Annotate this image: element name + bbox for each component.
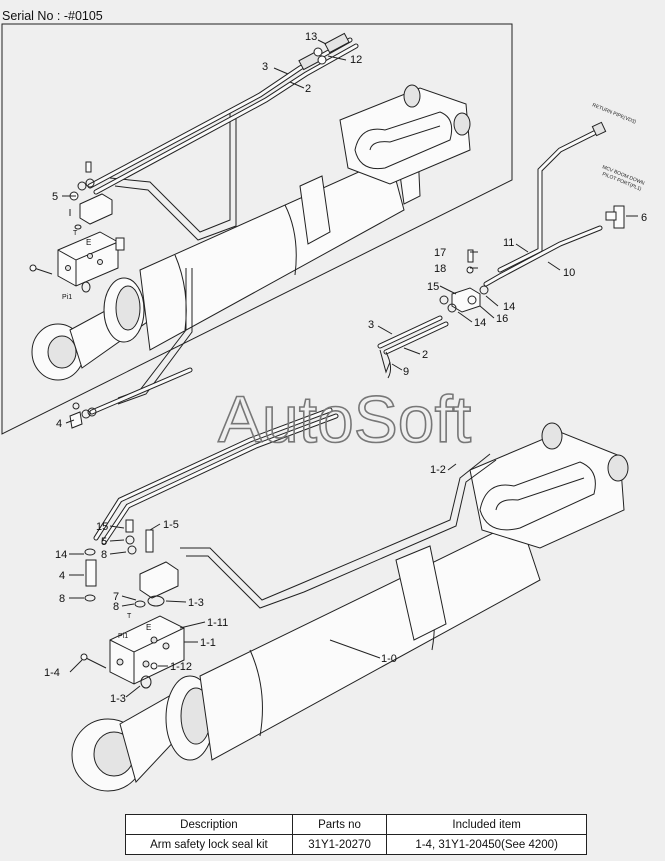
label-1-11: 1-11	[207, 617, 228, 629]
lower-arm-cylinder	[71, 422, 629, 792]
label-17: 17	[434, 247, 446, 259]
label-2-upper: 2	[305, 83, 311, 95]
label-8-a: 8	[101, 549, 107, 561]
upper-valve-block: T E Pi1	[29, 161, 125, 301]
label-4-lower: 4	[59, 570, 65, 582]
label-1-3-b: 1-3	[110, 693, 126, 705]
upper-arm-cylinder	[31, 84, 471, 405]
label-14-right-b: 14	[474, 317, 486, 329]
label-8-b: 8	[59, 593, 65, 605]
label-1-4: 1-4	[44, 667, 60, 679]
label-14-right-a: 14	[503, 301, 515, 313]
label-7: 7	[113, 591, 119, 603]
label-3-upper: 3	[262, 61, 268, 73]
table-cell: Arm safety lock seal kit	[125, 834, 293, 855]
label-1-0: 1-0	[381, 653, 397, 665]
label-2-middle: 2	[422, 349, 428, 361]
serial-number: Serial No : -#0105	[2, 9, 103, 23]
label-16: 16	[496, 313, 508, 325]
inset-frame	[1, 23, 513, 435]
label-4-upper: 4	[56, 418, 62, 430]
label-15-right: 15	[427, 281, 439, 293]
right-small-parts: RETURN PIPE(VD3) MCV BOOM DOWN PILOT POR…	[439, 102, 646, 313]
port-mark-pi1-lower: Pi1	[118, 633, 128, 640]
table-cell: 1-4, 31Y1-20450(See 4200)	[386, 834, 587, 855]
label-1-12: 1-12	[170, 661, 192, 673]
port-mark-pi1: Pi1	[62, 294, 72, 301]
label-1-1: 1-1	[200, 637, 216, 649]
upper-hoses	[87, 32, 359, 415]
label-8-c: 8	[113, 601, 119, 613]
middle-hoses	[377, 315, 449, 379]
label-1-2: 1-2	[430, 464, 446, 476]
table-header: Description	[125, 814, 293, 835]
label-10: 10	[563, 267, 575, 279]
label-3-middle: 3	[368, 319, 374, 331]
table-header-row: Description Parts no Included item	[125, 814, 587, 835]
port-mark-t: T	[73, 230, 78, 237]
label-15-lower: 15	[96, 521, 108, 533]
label-1-3-a: 1-3	[188, 597, 204, 609]
label-6: 6	[641, 212, 647, 224]
label-5-lower: 5	[101, 536, 107, 548]
label-13: 13	[305, 31, 317, 43]
leader-lines	[62, 39, 638, 698]
table-row: Arm safety lock seal kit 31Y1-20270 1-4,…	[125, 834, 587, 855]
table-cell: 31Y1-20270	[291, 834, 388, 855]
watermark: AutoSoft	[218, 382, 471, 456]
part-labels: 13 12 3 2 5 4 17 18 15 11 10 6 14 16 14 …	[44, 31, 647, 705]
lower-valve-block: T E Pi1	[80, 519, 185, 689]
lower-hoses	[93, 407, 339, 545]
label-18: 18	[434, 263, 446, 275]
label-11: 11	[503, 237, 514, 249]
table-header: Included item	[386, 814, 587, 835]
label-14-lower: 14	[55, 549, 67, 561]
label-9: 9	[403, 366, 409, 378]
fitting-4-upper	[69, 402, 97, 429]
port-mark-e-lower: E	[146, 623, 151, 632]
label-1-5: 1-5	[163, 519, 179, 531]
callout-return-pipe: RETURN PIPE(VD3)	[591, 102, 637, 125]
label-12: 12	[350, 54, 362, 66]
label-5-upper: 5	[52, 191, 58, 203]
port-mark-t-lower: T	[127, 613, 132, 620]
parts-table: Description Parts no Included item Arm s…	[125, 814, 587, 855]
port-mark-e: E	[86, 238, 91, 247]
table-header: Parts no	[291, 814, 388, 835]
